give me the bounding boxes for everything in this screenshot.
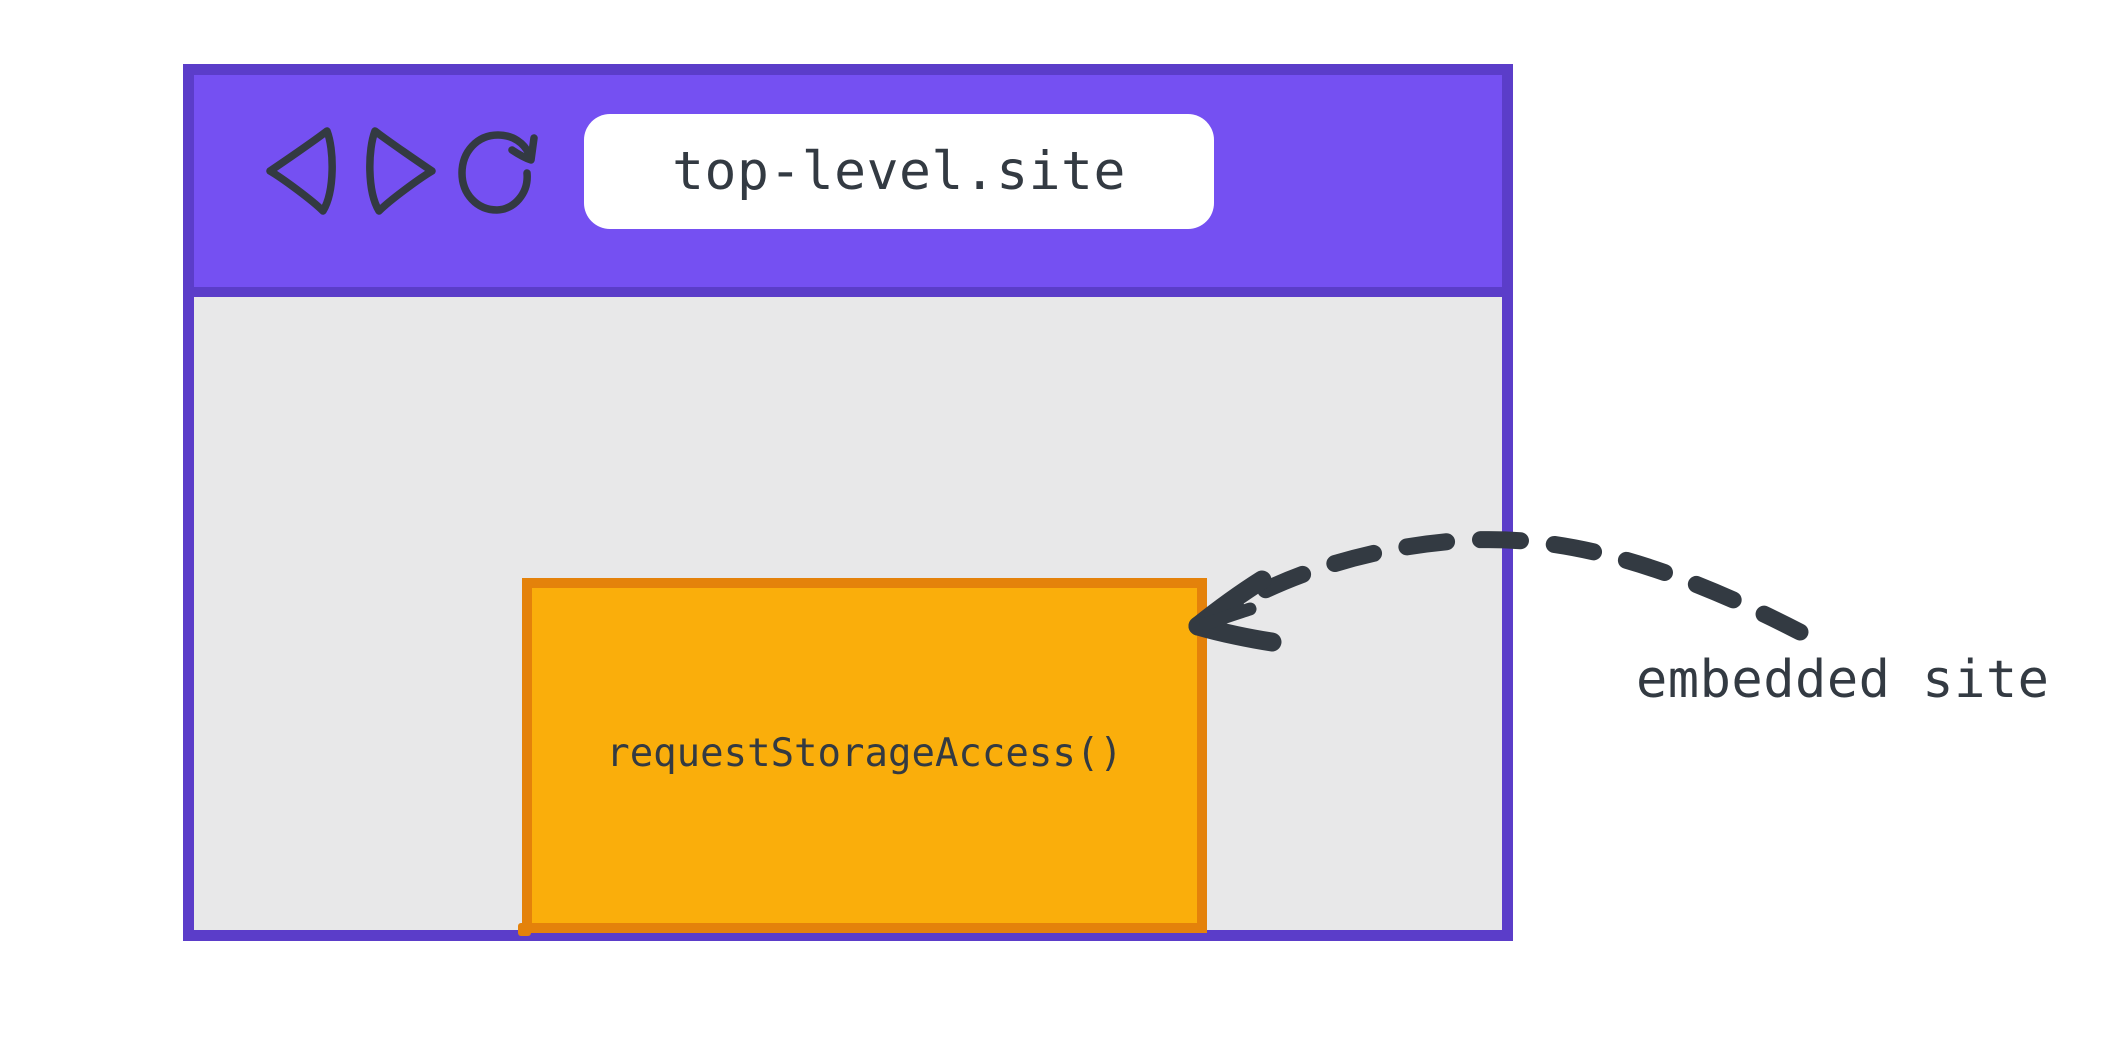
browser-window: top-level.site requestStorageAccess()	[183, 64, 1513, 941]
reload-circular-arrow-icon	[455, 124, 547, 222]
navigation-controls	[262, 127, 540, 219]
request-storage-access-label: requestStorageAccess()	[606, 731, 1123, 776]
forward-button[interactable]	[362, 127, 440, 219]
reload-button[interactable]	[458, 127, 540, 219]
url-bar[interactable]: top-level.site	[584, 114, 1214, 229]
browser-toolbar: top-level.site	[194, 75, 1502, 297]
embedded-site-annotation-label: embedded site	[1636, 650, 2050, 710]
triangle-left-icon	[264, 125, 338, 221]
back-button[interactable]	[262, 127, 340, 219]
url-text: top-level.site	[672, 141, 1126, 202]
browser-viewport: requestStorageAccess()	[194, 297, 1502, 936]
embedded-site-frame[interactable]: requestStorageAccess()	[518, 578, 1207, 936]
triangle-right-icon	[364, 125, 438, 221]
